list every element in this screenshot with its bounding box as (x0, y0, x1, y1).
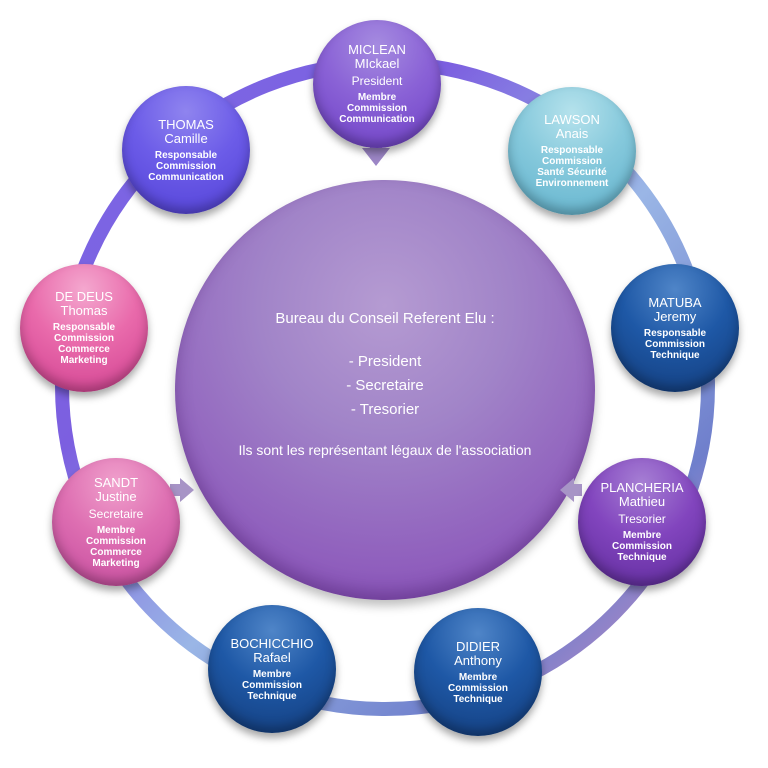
center-bureau: Bureau du Conseil Referent Elu : - Presi… (175, 180, 595, 600)
desc-line: Membre (252, 668, 292, 680)
desc-line: Communication (148, 171, 224, 183)
member-first-name: Rafael (253, 649, 291, 665)
arrow-down-icon (362, 148, 390, 166)
member-description: Membre Commission Technique (242, 669, 302, 702)
desc-line: Technique (247, 690, 297, 702)
desc-line: Communication (339, 114, 415, 125)
member-first-name: Anthony (454, 652, 502, 668)
desc-line: Responsable (154, 149, 218, 161)
member-last-name: BOCHICCHIO (230, 635, 314, 651)
arrow-left-icon (560, 478, 574, 502)
member-node-thomas: THOMAS Camille Responsable Commission Co… (122, 86, 250, 214)
arrow-left-icon-stem (572, 484, 582, 496)
member-last-name: DIDIER (455, 638, 501, 654)
member-role: Secretaire (88, 506, 144, 521)
desc-line: Responsable (52, 322, 116, 333)
desc-line: Commission (241, 679, 302, 691)
member-last-name: DE DEUS (55, 289, 113, 304)
center-note: Ils sont les représentant légaux de l'as… (238, 442, 532, 458)
member-description: Responsable Commission Communication (148, 150, 224, 183)
center-title: Bureau du Conseil Referent Elu : (275, 310, 495, 327)
desc-line: Membre (357, 92, 397, 103)
member-node-miclean: MICLEAN MIckael President Membre Commiss… (313, 20, 441, 148)
member-role: President (351, 74, 403, 88)
desc-line: Marketing (60, 355, 108, 366)
member-node-matuba: MATUBA Jeremy Responsable Commission Tec… (611, 264, 739, 392)
desc-line: Commerce (90, 546, 142, 558)
center-roles: - President - Secretaire - Tresorier (175, 350, 595, 422)
member-last-name: MICLEAN (348, 42, 406, 57)
member-last-name: SANDT (93, 474, 139, 490)
desc-line: Membre (458, 671, 498, 683)
member-node-dedeus: DE DEUS Thomas Responsable Commission Co… (20, 264, 148, 392)
member-description: Responsable Commission Santé Sécurité En… (536, 145, 609, 189)
member-last-name: PLANCHERIA (600, 480, 684, 495)
arrow-right-icon (180, 478, 194, 502)
member-first-name: Mathieu (618, 494, 666, 509)
desc-line: Membre (622, 530, 662, 541)
desc-line: Santé Sécurité (537, 167, 607, 178)
member-node-plancheria: PLANCHERIA Mathieu Tresorier Membre Comm… (578, 458, 706, 586)
center-role-president: - President (348, 353, 422, 370)
desc-line: Technique (453, 693, 503, 705)
member-node-lawson: LAWSON Anais Responsable Commission Sant… (508, 87, 636, 215)
center-role-tresorier: - Tresorier (350, 401, 420, 418)
member-last-name: THOMAS (158, 116, 214, 132)
desc-line: Commission (447, 682, 508, 694)
desc-line: Technique (650, 349, 700, 361)
desc-line: Membre (96, 524, 136, 536)
member-description: Membre Commission Communication (339, 92, 415, 125)
desc-line: Technique (617, 552, 667, 563)
member-first-name: Anais (555, 126, 589, 141)
desc-line: Commission (155, 160, 216, 172)
member-first-name: Camille (164, 130, 208, 146)
desc-line: Commission (53, 333, 114, 344)
member-first-name: Thomas (60, 303, 108, 318)
desc-line: Marketing (92, 557, 140, 569)
arrow-right-icon-stem (170, 484, 180, 496)
member-node-didier: DIDIER Anthony Membre Commission Techniq… (414, 608, 542, 736)
desc-line: Responsable (540, 145, 604, 156)
desc-line: Environnement (535, 178, 609, 189)
member-description: Membre Commission Technique (612, 530, 672, 563)
desc-line: Commission (346, 103, 407, 114)
desc-line: Commission (85, 535, 146, 547)
member-description: Membre Commission Commerce Marketing (86, 525, 146, 569)
desc-line: Commission (611, 541, 672, 552)
member-first-name: Jeremy (653, 308, 697, 324)
member-description: Membre Commission Technique (448, 672, 508, 705)
member-first-name: Justine (95, 488, 137, 504)
member-first-name: MIckael (354, 56, 400, 71)
desc-line: Responsable (643, 327, 707, 339)
desc-line: Commerce (58, 344, 110, 355)
member-last-name: MATUBA (648, 294, 702, 310)
member-node-sandt: SANDT Justine Secretaire Membre Commissi… (52, 458, 180, 586)
member-role: Tresorier (618, 512, 666, 526)
member-description: Responsable Commission Commerce Marketin… (53, 322, 115, 366)
desc-line: Commission (541, 156, 602, 167)
member-node-bochicchio: BOCHICCHIO Rafael Membre Commission Tech… (208, 605, 336, 733)
member-description: Responsable Commission Technique (644, 328, 706, 361)
desc-line: Commission (644, 338, 705, 350)
center-role-secretaire: - Secretaire (346, 377, 424, 394)
member-last-name: LAWSON (544, 112, 600, 127)
